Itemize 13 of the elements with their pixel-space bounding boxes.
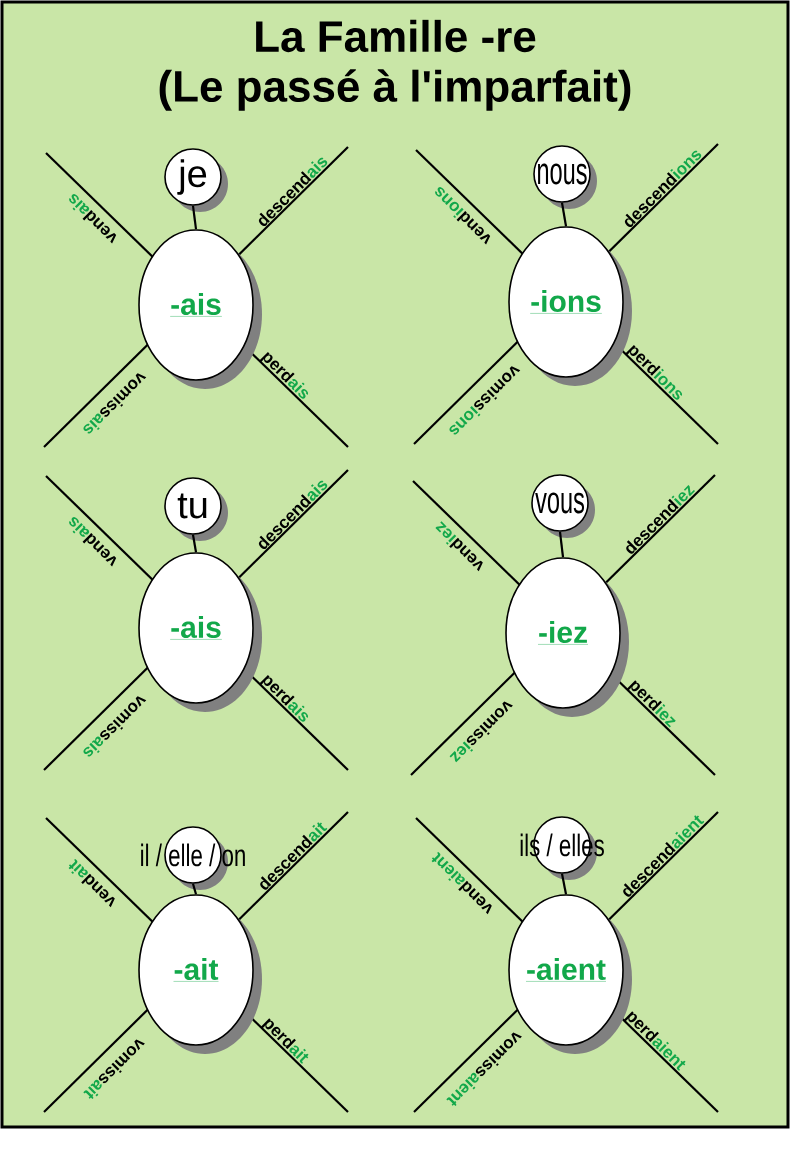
- connector-line: [558, 531, 565, 558]
- connector-line: [560, 202, 568, 227]
- pronoun-bubble: je: [164, 148, 228, 212]
- pronoun-bubble: tu: [164, 477, 228, 541]
- pronoun-bubble: vous: [531, 474, 595, 538]
- connector-line: [560, 873, 568, 895]
- pronoun-bubble: nous: [533, 145, 597, 209]
- title: La Famille -re: [256, 19, 536, 53]
- subtitle: (Le passé à l'imparfait): [159, 69, 631, 111]
- pronoun-bubble: il / elle / on: [141, 826, 245, 890]
- connector-line: [191, 534, 198, 553]
- connector-line: [191, 883, 198, 895]
- connector-line: [191, 205, 198, 230]
